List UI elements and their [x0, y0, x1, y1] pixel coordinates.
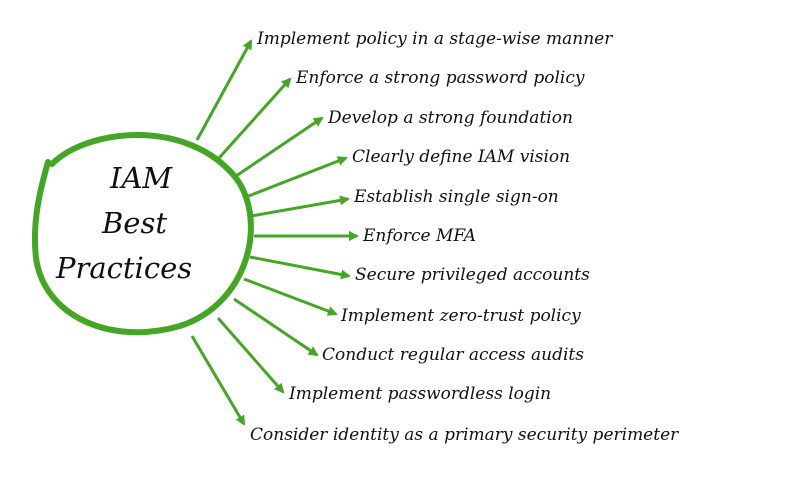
practice-item-5: Establish single sign-on: [354, 187, 559, 207]
arrow-1: [195, 39, 253, 141]
practice-item-11: Consider identity as a primary security …: [250, 425, 679, 445]
arrow-10: [216, 317, 285, 394]
arrow-2: [217, 77, 292, 160]
practice-item-6: Enforce MFA: [363, 226, 476, 246]
practice-item-2: Enforce a strong password policy: [296, 68, 585, 88]
hub-title-line-1: IAM: [110, 161, 173, 195]
practice-item-8: Implement zero-trust policy: [341, 306, 581, 326]
arrow-3: [235, 116, 324, 178]
practice-item-9: Conduct regular access audits: [322, 345, 584, 365]
practice-item-4: Clearly define IAM vision: [352, 147, 571, 167]
arrow-11: [190, 335, 246, 426]
practice-item-7: Secure privileged accounts: [355, 265, 590, 285]
practice-item-10: Implement passwordless login: [289, 384, 552, 404]
practice-item-1: Implement policy in a stage-wise manner: [257, 29, 613, 49]
arrow-8: [243, 277, 338, 316]
arrow-9: [233, 297, 319, 357]
arrow-4: [245, 156, 348, 199]
arrow-5: [250, 195, 350, 218]
arrow-7: [249, 255, 351, 280]
hub-title-line-2: Best: [102, 206, 168, 240]
hub-title-line-3: Practices: [56, 251, 193, 285]
arrow-group: [190, 39, 359, 426]
practice-item-3: Develop a strong foundation: [328, 108, 573, 128]
hub-circle: [31, 132, 254, 336]
